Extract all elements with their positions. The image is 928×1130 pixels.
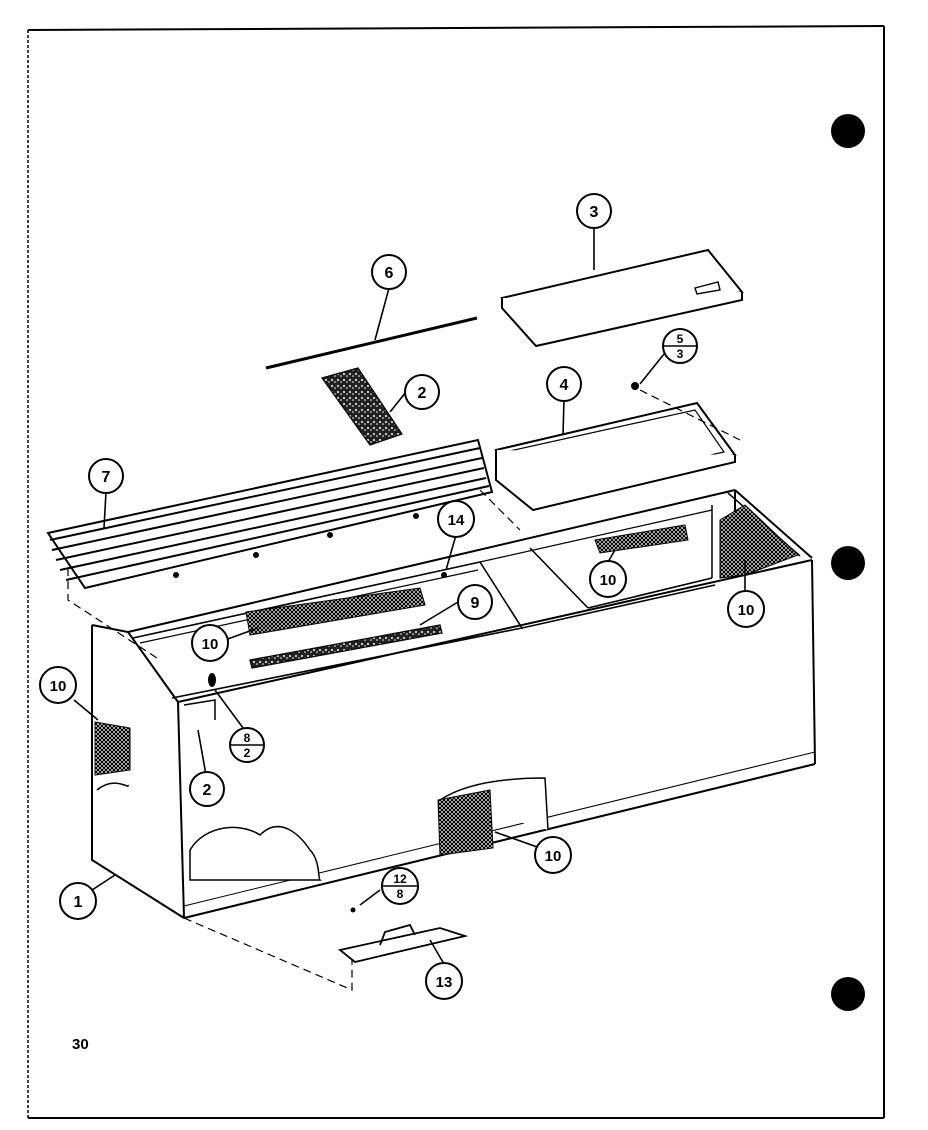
callout-14-label: 14 [448,512,465,529]
callout-8-over-2-top: 8 [244,731,251,745]
callout-13-label: 13 [436,974,453,991]
filter-frame [494,401,737,512]
callout-10-a-label: 10 [50,678,67,695]
binder-hole-top [831,114,865,148]
callout-1-label: 1 [74,894,83,911]
air-bar [249,624,443,669]
callout-4-label: 4 [560,377,569,394]
callout-8-over-2-bottom: 2 [244,746,251,760]
binder-hole-middle [831,546,865,580]
callout-7-label: 7 [102,469,111,486]
callout-6-label: 6 [385,265,394,282]
insulation-pads [94,504,799,856]
page-number: 30 [72,1036,89,1053]
callout-12-over-8-top: 12 [393,872,407,886]
callout-6: 6 [371,254,407,290]
callout-13: 13 [425,962,463,1000]
callout-9-label: 9 [471,595,480,612]
callout-10-a: 10 [39,666,77,704]
callout-1: 1 [59,882,97,920]
assembly-lines [67,389,741,991]
cabinet-cutaways [96,777,549,881]
callout-10-d-label: 10 [738,602,755,619]
rod [265,316,478,370]
grille-assembly [46,438,494,590]
callout-3-label: 3 [590,204,599,221]
bracket [337,923,469,963]
callout-2-upper: 2 [404,374,440,410]
binder-hole-bottom [831,977,865,1011]
callout-2-upper-label: 2 [418,385,427,402]
callout-12-over-8-bottom: 8 [397,887,404,901]
callout-3: 3 [576,193,612,229]
cover-panel [500,248,744,348]
callout-5-over-3-bottom: 3 [677,347,684,361]
page-border [27,25,885,1119]
callout-4: 4 [546,366,582,402]
foam-strip [321,367,403,446]
callout-5-over-3-top: 5 [677,332,684,346]
callout-8-over-2: 8 2 [229,727,265,763]
callout-10-e: 10 [534,836,572,874]
callout-12-over-8: 12 8 [381,867,419,905]
callout-2-lower: 2 [189,771,225,807]
callout-10-b-label: 10 [202,636,219,653]
callout-9: 9 [457,584,493,620]
screws [208,382,639,913]
callout-10-c-label: 10 [600,572,617,589]
callout-14: 14 [437,500,475,538]
callout-10-c: 10 [589,560,627,598]
callout-5-over-3: 5 3 [662,328,698,364]
callout-10-e-label: 10 [545,848,562,865]
leader-lines [73,227,746,965]
callout-7: 7 [88,458,124,494]
callout-10-b: 10 [191,624,229,662]
callout-10-d: 10 [727,590,765,628]
callout-2-lower-label: 2 [203,782,212,799]
